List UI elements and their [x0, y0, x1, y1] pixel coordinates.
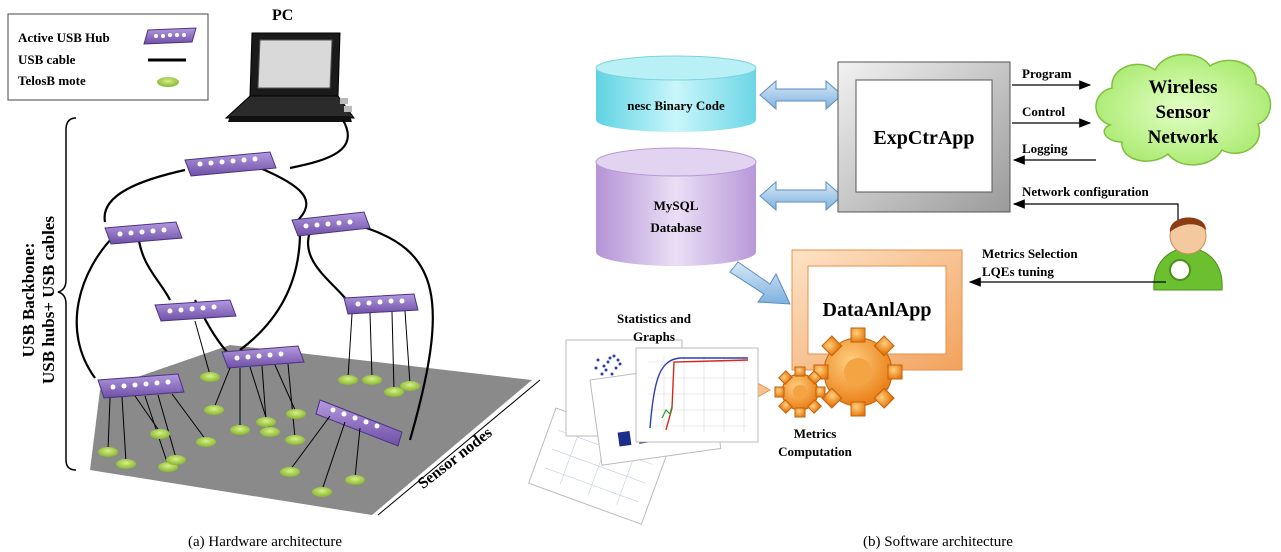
- wsn-label-line2: Sensor: [1156, 102, 1211, 123]
- gears-icon: [774, 327, 903, 418]
- control-label: Control: [1022, 104, 1065, 119]
- hub-8: [315, 399, 403, 447]
- legend-hub-icon: [143, 27, 197, 45]
- backbone-brace: [57, 117, 77, 471]
- caption-b: (b) Software architecture: [863, 534, 1013, 550]
- mysql-cylinder: MySQL Database: [595, 147, 757, 266]
- logging-label: Logging: [1022, 141, 1068, 156]
- dataanlapp-label: DataAnlApp: [823, 299, 932, 321]
- legend-cable-label: USB cable: [18, 52, 76, 67]
- wsn-label-line1: Wireless: [1149, 77, 1218, 98]
- caption-a: (a) Hardware architecture: [188, 534, 342, 550]
- hub-3: [291, 211, 371, 237]
- sensor-floor: [90, 345, 532, 515]
- mysql-label-line2: Database: [650, 220, 702, 235]
- software-architecture: nesc Binary Code MySQL Database ExpCtrAp…: [527, 53, 1272, 550]
- backbone-label-line1: USB Backbone:: [19, 243, 38, 358]
- hub-5: [343, 293, 419, 315]
- nesc-double-arrow: [759, 79, 843, 111]
- backbone-label-line2: USB hubs+ USB cables: [39, 216, 58, 384]
- hub-1: [184, 151, 277, 177]
- wsn-label-line3: Network: [1148, 127, 1219, 148]
- program-label: Program: [1022, 66, 1072, 81]
- legend-mote-label: TelosB mote: [18, 73, 86, 88]
- control-arrows: Program Control Logging Network configur…: [1012, 66, 1179, 222]
- backbone-label: USB Backbone: USB hubs+ USB cables: [19, 216, 58, 384]
- pc-label: PC: [272, 7, 293, 24]
- legend-hub-label: Active USB Hub: [18, 30, 110, 45]
- wsn-cloud: Wireless Sensor Network: [1095, 53, 1272, 166]
- hardware-architecture: Active USB Hub USB cable TelosB mote PC …: [7, 7, 541, 550]
- legend-mote-icon: [157, 77, 179, 87]
- hub-6: [221, 345, 305, 369]
- graph-sheets: [527, 339, 759, 525]
- network-config-label: Network configuration: [1022, 184, 1150, 199]
- nesc-label: nesc Binary Code: [627, 98, 725, 113]
- mysql-to-dataanl-arrow: [729, 261, 791, 305]
- stats-label-line2: Graphs: [633, 329, 675, 344]
- hub-7: [97, 373, 185, 399]
- laptop-icon: [224, 32, 355, 122]
- usb-hubs: [97, 151, 419, 447]
- lqe-tuning-label: LQEs tuning: [982, 264, 1054, 279]
- expctrapp-label: ExpCtrApp: [873, 127, 974, 149]
- floor-edge: [377, 379, 541, 516]
- graph-sheet-lines: [635, 347, 759, 443]
- hub-2: [104, 221, 183, 245]
- nesc-binary-cylinder: nesc Binary Code: [595, 55, 757, 132]
- telosb-motes: [98, 372, 420, 497]
- hub-4: [154, 299, 237, 322]
- user-avatar-icon: [1153, 217, 1223, 291]
- metrics-selection-label: Metrics Selection: [982, 246, 1078, 261]
- metrics-computation-line2: Computation: [778, 444, 852, 459]
- metrics-selection-arrow: Metrics Selection LQEs tuning: [968, 246, 1166, 287]
- stats-label-line1: Statistics and: [617, 311, 692, 326]
- expctrapp-box: ExpCtrApp: [837, 61, 1011, 213]
- mysql-double-arrow: [759, 180, 843, 212]
- mysql-label-line1: MySQL: [654, 198, 699, 213]
- metrics-computation-line1: Metrics: [794, 426, 837, 441]
- usb-cables: [75, 119, 434, 441]
- legend: Active USB Hub USB cable TelosB mote: [7, 13, 209, 101]
